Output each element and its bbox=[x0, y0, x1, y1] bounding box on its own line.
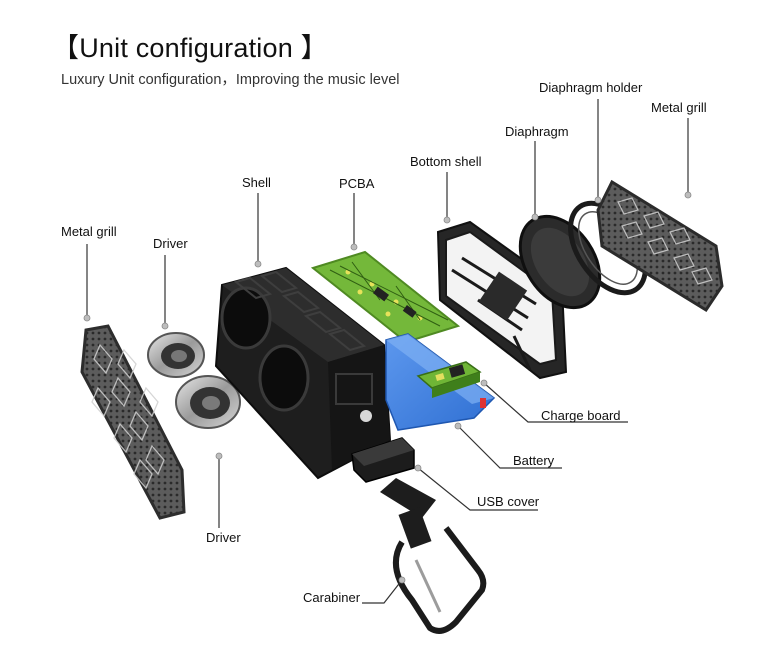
charge-board-part bbox=[416, 361, 482, 398]
carabiner-part bbox=[380, 478, 487, 634]
label-carabiner: Carabiner bbox=[303, 590, 361, 605]
label-shell: Shell bbox=[242, 175, 271, 190]
leader-dots bbox=[83, 191, 692, 584]
label-diaphragm-holder: Diaphragm holder bbox=[539, 80, 643, 95]
pcba-part bbox=[310, 250, 461, 344]
page-subtitle: Luxury Unit configuration，Improving the … bbox=[61, 72, 400, 88]
label-charge-board: Charge board bbox=[541, 408, 621, 423]
label-metal-grill-right: Metal grill bbox=[651, 100, 707, 115]
metal-grill-right-part bbox=[596, 179, 724, 313]
label-driver-bottom: Driver bbox=[206, 530, 241, 545]
label-driver-top: Driver bbox=[153, 236, 188, 251]
page-title: 【Unit configuration 】 bbox=[52, 33, 328, 63]
metal-grill-left-part bbox=[80, 324, 186, 520]
label-diaphragm: Diaphragm bbox=[505, 124, 569, 139]
label-pcba: PCBA bbox=[339, 176, 375, 191]
shell-part bbox=[214, 266, 392, 480]
label-usb-cover: USB cover bbox=[477, 494, 540, 509]
usb-cover-part bbox=[351, 437, 415, 483]
driver-top-part bbox=[147, 332, 205, 378]
bottom-shell-part bbox=[436, 220, 568, 380]
label-bottom-shell: Bottom shell bbox=[410, 154, 482, 169]
driver-bottom-part bbox=[175, 375, 241, 429]
label-battery: Battery bbox=[513, 453, 555, 468]
label-metal-grill-left: Metal grill bbox=[61, 224, 117, 239]
leader-lines bbox=[86, 99, 689, 604]
